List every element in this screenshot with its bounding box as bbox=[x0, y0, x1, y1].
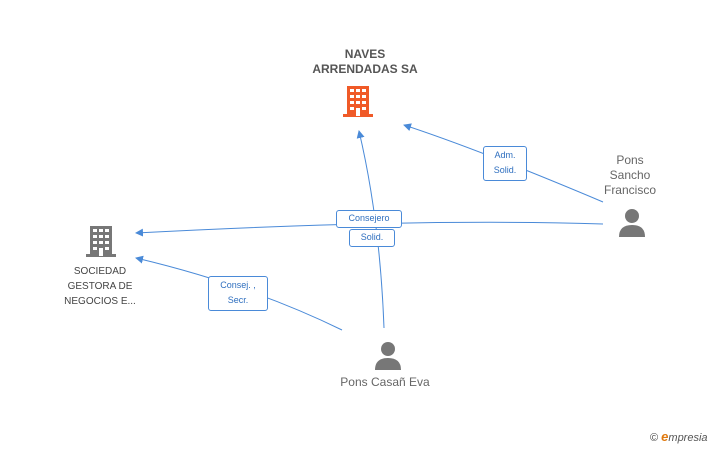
edge-label-line: Consej. , bbox=[220, 280, 256, 290]
edge-label-consej-secr: Consej. , Secr. bbox=[208, 276, 268, 311]
edge-label-line: Solid. bbox=[493, 165, 517, 175]
company-name-line: ARRENDADAS SA bbox=[312, 62, 418, 76]
company-name-line: NAVES bbox=[344, 47, 386, 61]
edge-label-line: Secr. bbox=[227, 295, 249, 305]
company-name-main[interactable]: NAVES ARRENDADAS SA bbox=[290, 47, 440, 77]
person-name-line: Pons bbox=[616, 153, 644, 167]
brand-logo: © empresia bbox=[650, 429, 708, 444]
brand-logo-letter: e bbox=[661, 429, 669, 444]
edge-label-adm-solid: Adm. Solid. bbox=[483, 146, 527, 181]
company-name-line: SOCIEDAD bbox=[73, 266, 127, 277]
edge-label-consejero: Consejero bbox=[336, 210, 402, 228]
building-icon[interactable] bbox=[84, 224, 118, 258]
edge-label-line: Solid. bbox=[360, 232, 384, 242]
edge-label-line: Consejero bbox=[348, 213, 390, 223]
building-icon[interactable] bbox=[341, 84, 375, 118]
edge-label-solid: Solid. bbox=[349, 229, 395, 247]
edge-label-line: Adm. bbox=[494, 150, 516, 160]
person-name-1[interactable]: Pons Sancho Francisco bbox=[585, 153, 675, 198]
company-name-secondary[interactable]: SOCIEDAD GESTORA DE NEGOCIOS E... bbox=[40, 264, 160, 309]
person-name-line: Francisco bbox=[603, 183, 656, 197]
person-icon[interactable] bbox=[373, 340, 403, 370]
person-name-2[interactable]: Pons Casañ Eva bbox=[340, 375, 430, 389]
copyright-symbol: © bbox=[650, 432, 659, 444]
company-name-line: GESTORA DE bbox=[67, 281, 133, 292]
company-name-line: NEGOCIOS E... bbox=[64, 296, 136, 307]
person-name-line: Sancho bbox=[609, 168, 651, 182]
brand-logo-text: mpresia bbox=[668, 432, 708, 444]
person-icon[interactable] bbox=[617, 207, 647, 237]
